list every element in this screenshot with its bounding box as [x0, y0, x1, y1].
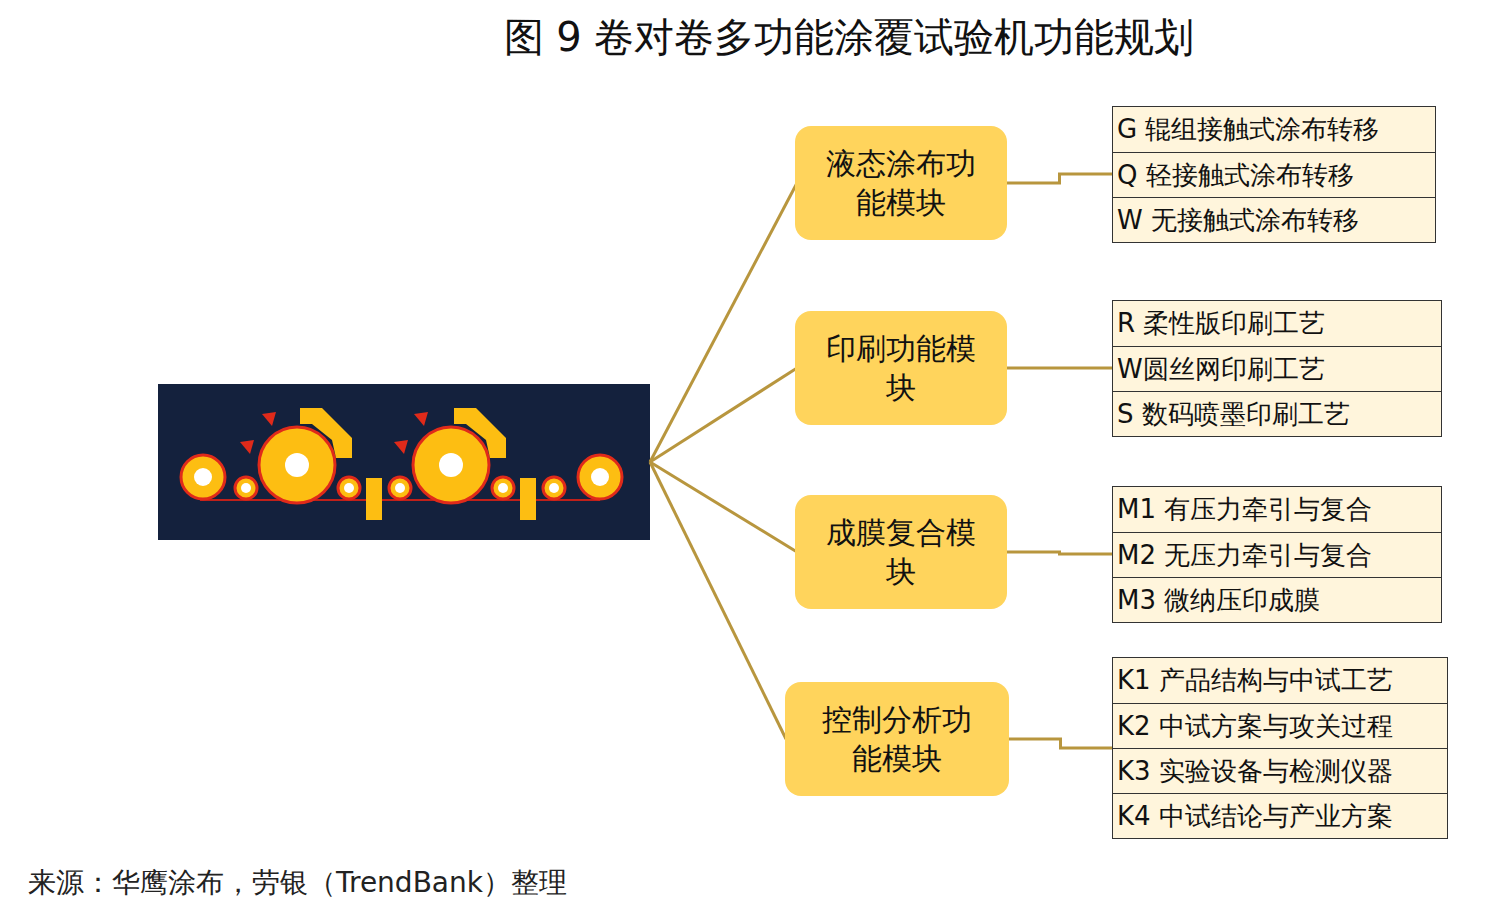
- branch-line: [650, 183, 797, 462]
- table-cell: S 数码喷墨印刷工艺: [1113, 391, 1441, 436]
- connector: [1007, 367, 1112, 370]
- roller-cores: [194, 453, 609, 493]
- stands: [366, 478, 536, 520]
- table-cell: M3 微纳压印成膜: [1113, 577, 1441, 622]
- branch-line: [650, 462, 786, 739]
- item-table: R 柔性版印刷工艺W圆丝网印刷工艺S 数码喷墨印刷工艺: [1112, 300, 1442, 437]
- item-table: K1 产品结构与中试工艺K2 中试方案与攻关过程K3 实验设备与检测仪器K4 中…: [1112, 657, 1448, 839]
- table-cell: K3 实验设备与检测仪器: [1113, 748, 1447, 793]
- module-box: 液态涂布功能模块: [795, 126, 1007, 240]
- table-cell: K1 产品结构与中试工艺: [1113, 658, 1447, 703]
- connector: [1009, 739, 1112, 748]
- table-cell: M2 无压力牵引与复合: [1113, 532, 1441, 577]
- table-cell: G 辊组接触式涂布转移: [1113, 107, 1435, 152]
- module-box: 印刷功能模块: [795, 311, 1007, 425]
- source-caption: 来源：华鹰涂布，劳银（TrendBank）整理: [28, 864, 567, 902]
- red-markers: [240, 412, 428, 454]
- module-label: 控制分析功能模块: [811, 700, 983, 778]
- branch-line: [650, 368, 797, 462]
- table-cell: R 柔性版印刷工艺: [1113, 301, 1441, 346]
- machine-illustration: [158, 384, 650, 540]
- connector: [1007, 174, 1112, 183]
- module-label: 印刷功能模块: [821, 329, 981, 407]
- item-table: G 辊组接触式涂布转移Q 轻接触式涂布转移W 无接触式涂布转移: [1112, 106, 1436, 243]
- table-cell: K4 中试结论与产业方案: [1113, 793, 1447, 838]
- item-table: M1 有压力牵引与复合M2 无压力牵引与复合M3 微纳压印成膜: [1112, 486, 1442, 623]
- branch-lines: [650, 183, 797, 739]
- table-cell: W 无接触式涂布转移: [1113, 197, 1435, 242]
- table-cell: K2 中试方案与攻关过程: [1113, 703, 1447, 748]
- module-box: 控制分析功能模块: [785, 682, 1009, 796]
- connector: [1007, 552, 1112, 554]
- module-label: 成膜复合模块: [821, 513, 981, 591]
- table-cell: Q 轻接触式涂布转移: [1113, 152, 1435, 197]
- module-label: 液态涂布功能模块: [821, 144, 981, 222]
- table-cell: W圆丝网印刷工艺: [1113, 346, 1441, 391]
- rollers: [181, 427, 622, 503]
- coating-heads: [300, 408, 506, 458]
- table-cell: M1 有压力牵引与复合: [1113, 487, 1441, 532]
- diagram-title: 图 9 卷对卷多功能涂覆试验机功能规划: [0, 10, 1508, 65]
- illustration-ground: [158, 384, 650, 540]
- module-box: 成膜复合模块: [795, 495, 1007, 609]
